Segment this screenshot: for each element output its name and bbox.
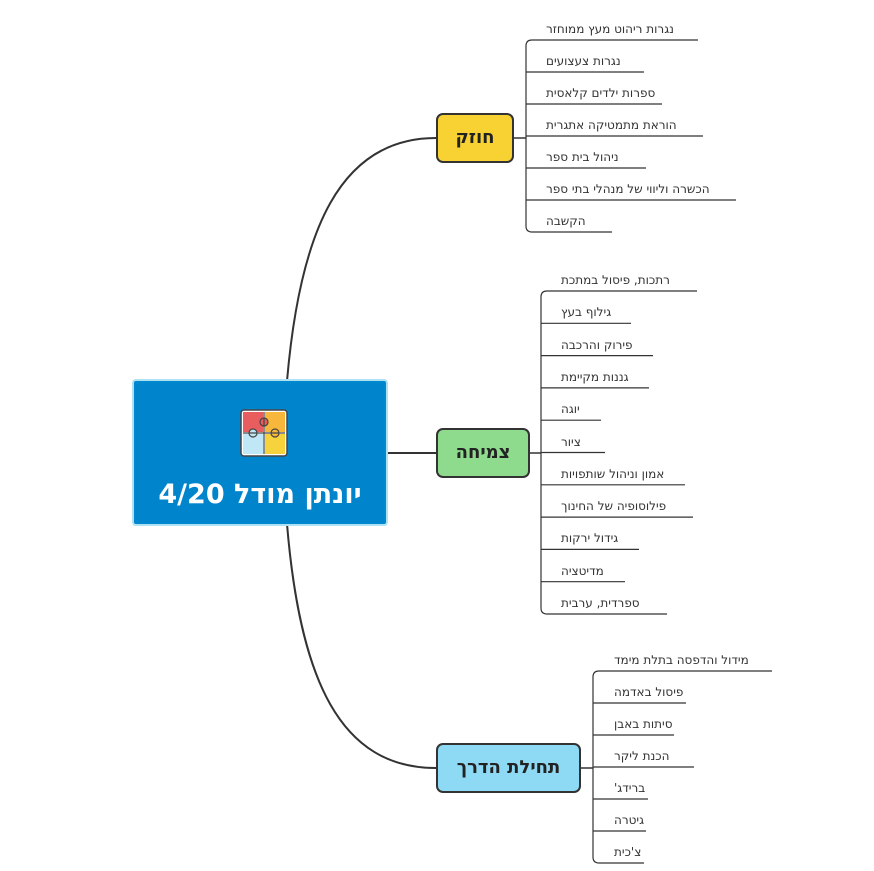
leaf-topic[interactable]: יוגה xyxy=(561,402,580,417)
root-title: יונתן מודל 4/20 xyxy=(158,479,362,510)
branch-strength[interactable]: חוזק xyxy=(436,113,514,163)
branch-beginning[interactable]: תחילת הדרך xyxy=(436,743,581,793)
leaf-topic[interactable]: סיתות באבן xyxy=(614,717,673,731)
leaf-topic[interactable]: הכנת ליקר xyxy=(614,749,670,763)
root-to-branch-3-line xyxy=(286,523,437,769)
leaf-topic[interactable]: פילוסופיה של החינוך xyxy=(561,499,667,514)
puzzle-icon xyxy=(240,409,288,457)
leaf-topic[interactable]: פירוק והרכבה xyxy=(561,337,633,352)
leaf-topic[interactable]: מידול והדפסה בתלת מימד xyxy=(614,653,749,667)
leaf-topic[interactable]: נגרות צעצועים xyxy=(546,54,621,68)
leaf-topic[interactable]: הכשרה וליווי של מנהלי בתי ספר xyxy=(546,182,710,196)
leaf-topic[interactable]: צ'כית xyxy=(614,845,642,859)
branch-growth[interactable]: צמיחה xyxy=(436,428,530,478)
leaf-topic[interactable]: גידול ירקות xyxy=(561,531,619,546)
leaf-topic[interactable]: ניהול בית ספר xyxy=(546,150,619,164)
leaf-topic[interactable]: ציור xyxy=(561,434,581,449)
leaf-topic[interactable]: הוראת מתמטיקה אתגרית xyxy=(546,118,677,132)
leaf-topic[interactable]: רתכות, פיסול במתכת xyxy=(561,273,670,287)
leaf-topic[interactable]: הקשבה xyxy=(546,214,586,228)
leaf-underline xyxy=(592,670,772,678)
leaf-topic[interactable]: אמון וניהול שותפויות xyxy=(561,466,665,481)
root-to-branch-1-line xyxy=(286,137,437,382)
leaf-underline xyxy=(592,856,644,864)
leaf-underline xyxy=(540,290,697,298)
leaf-topic[interactable]: גננות מקיימת xyxy=(561,369,629,384)
leaf-topic[interactable]: ספרדית, ערבית xyxy=(561,596,640,610)
leaf-underline xyxy=(525,39,698,47)
leaf-topic[interactable]: מדיטציה xyxy=(561,563,604,578)
leaf-topic[interactable]: פיסול באדמה xyxy=(614,685,684,699)
leaf-topic[interactable]: גילוף בעץ xyxy=(561,305,612,320)
leaf-topic[interactable]: ספרות ילדים קלאסית xyxy=(546,86,656,100)
leaf-underline xyxy=(540,607,667,615)
leaf-topic[interactable]: גיטרה xyxy=(614,813,645,827)
root-topic[interactable]: יונתן מודל 4/20 xyxy=(132,379,388,526)
leaf-topic[interactable]: נגרות ריהוט מעץ ממוחזר xyxy=(546,22,674,36)
leaf-underline xyxy=(525,225,612,233)
leaf-topic[interactable]: ברידג' xyxy=(614,781,646,795)
